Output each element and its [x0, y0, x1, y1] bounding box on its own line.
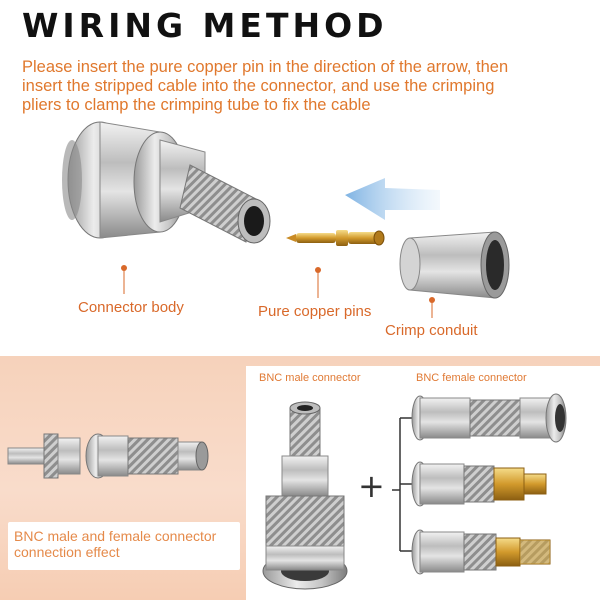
bnc-male-label: BNC male connector	[259, 372, 361, 384]
copper-pins-label: Pure copper pins	[258, 303, 372, 320]
instruction-line: insert the stripped cable into the conne…	[22, 77, 495, 95]
instruction-line: pliers to clamp the crimping tube to fix…	[22, 96, 371, 114]
caption-line: connection effect	[14, 544, 120, 560]
callout-pointer	[121, 265, 435, 318]
combined-connector-image	[7, 433, 209, 479]
bnc-male-connector-image	[262, 401, 348, 590]
connection-effect-caption: BNC male and female connector connection…	[8, 522, 240, 570]
arrow-icon	[345, 178, 440, 220]
connector-combination-illustration: +	[7, 393, 567, 590]
bnc-female-to-sma-male-image	[411, 461, 547, 507]
copper-pin-image	[286, 230, 385, 246]
caption-line: BNC male and female connector	[14, 528, 217, 544]
bnc-female-barrel-image	[411, 393, 567, 443]
crimp-conduit-label: Crimp conduit	[385, 322, 478, 339]
crimp-conduit-image	[399, 231, 510, 299]
page-title: WIRING METHOD	[22, 6, 388, 45]
connector-body-label: Connector body	[78, 299, 184, 316]
connector-parts-illustration	[62, 121, 510, 318]
bnc-female-to-sma-female-image	[411, 529, 551, 575]
connector-body-image	[62, 121, 271, 244]
instruction-text: Please insert the pure copper pin in the…	[22, 58, 592, 115]
connection-effect-panel: +	[0, 356, 600, 600]
bnc-female-label: BNC female connector	[416, 372, 527, 384]
plus-sign: +	[358, 467, 385, 505]
instruction-line: Please insert the pure copper pin in the…	[22, 58, 509, 76]
bracket-divider	[392, 417, 412, 552]
